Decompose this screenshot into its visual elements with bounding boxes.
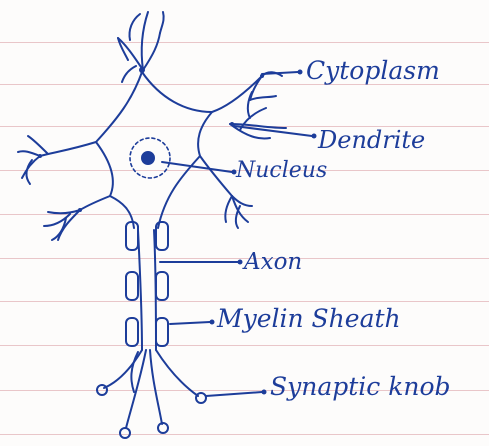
label-dendrite: Dendrite [318, 128, 425, 152]
synaptic-knob [97, 385, 206, 438]
label-myelin-sheath: Myelin Sheath [217, 306, 401, 331]
label-nucleus: Nucleus [236, 160, 327, 182]
label-synaptic-knob: Synaptic knob [270, 374, 451, 399]
axon-terminals [104, 350, 198, 428]
pointer-lines [160, 70, 317, 397]
label-axon: Axon [244, 251, 302, 274]
left-dendrites [18, 136, 82, 240]
axon [138, 230, 156, 350]
label-cytoplasm: Cytoplasm [306, 58, 440, 83]
myelin-sheath [126, 222, 168, 346]
right-dendrites [225, 72, 286, 228]
top-dendrite [118, 12, 164, 82]
nucleus [130, 138, 170, 178]
